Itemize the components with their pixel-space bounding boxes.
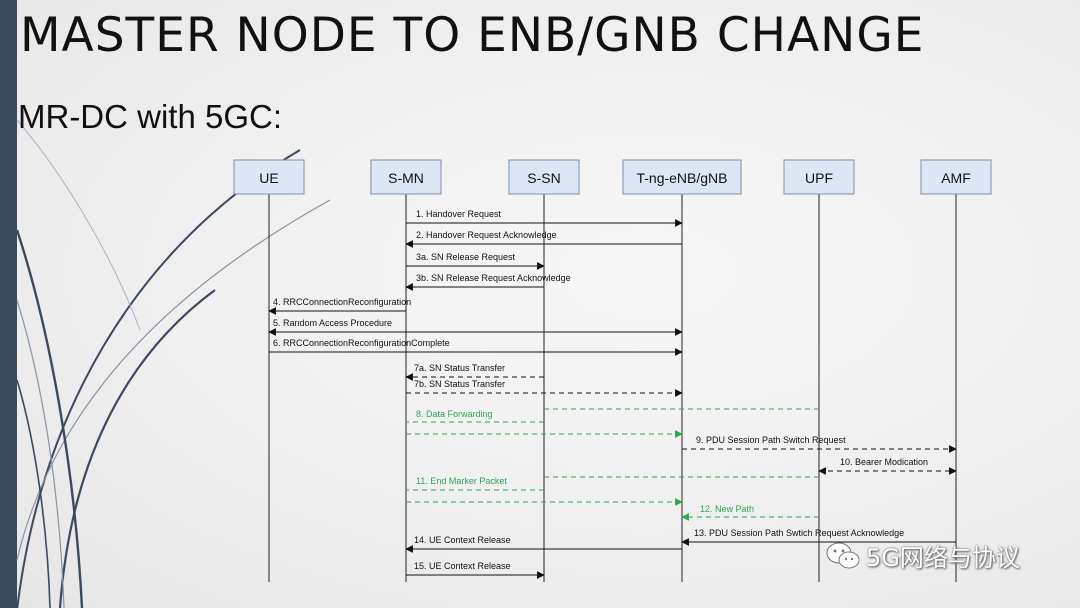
message-label-14: 12. New Path bbox=[700, 504, 754, 514]
node-box-s-mn bbox=[370, 159, 442, 195]
left-accent-bar bbox=[0, 0, 17, 608]
node-label-s-sn: S-SN bbox=[527, 170, 560, 186]
message-label-11: 9. PDU Session Path Switch Request bbox=[696, 435, 846, 445]
message-label-16: 14. UE Context Release bbox=[414, 535, 511, 545]
watermark-text: 5G网络与协议 bbox=[866, 544, 1020, 572]
node-box-upf bbox=[783, 159, 855, 195]
message-label-2: 2. Handover Request Acknowledge bbox=[416, 230, 557, 240]
message-label-7: 6. RRCConnectionReconfigurationComplete bbox=[273, 338, 450, 348]
node-label-amf: AMF bbox=[941, 170, 971, 186]
node-box-t-ng-enb-gnb bbox=[622, 159, 742, 195]
message-label-17: 15. UE Context Release bbox=[414, 561, 511, 571]
message-label-12: 10. Bearer Modication bbox=[840, 457, 928, 467]
node-label-t-ng-enb-gnb: T-ng-eNB/gNB bbox=[636, 170, 727, 186]
message-label-13: 11. End Marker Packet bbox=[416, 476, 507, 486]
message-label-10: 8. Data Forwarding bbox=[416, 409, 493, 419]
message-label-4: 3b. SN Release Request Acknowledge bbox=[416, 273, 571, 283]
slide-subtitle: MR-DC with 5GC: bbox=[18, 98, 283, 135]
wechat-icon bbox=[826, 542, 860, 568]
node-box-s-sn bbox=[508, 159, 580, 195]
node-label-ue: UE bbox=[259, 170, 278, 186]
message-label-1: 1. Handover Request bbox=[416, 209, 502, 219]
message-label-9: 7b. SN Status Transfer bbox=[414, 379, 505, 389]
message-label-5: 4. RRCConnectionReconfiguration bbox=[273, 297, 411, 307]
slide-title: MASTER NODE TO ENB/GNB CHANGE bbox=[20, 8, 925, 63]
node-label-upf: UPF bbox=[805, 170, 833, 186]
watermark: 5G网络与协议 bbox=[826, 538, 1020, 573]
node-label-s-mn: S-MN bbox=[388, 170, 424, 186]
message-label-3: 3a. SN Release Request bbox=[416, 252, 516, 262]
message-label-8: 7a. SN Status Transfer bbox=[414, 363, 505, 373]
message-label-6: 5. Random Access Procedure bbox=[273, 318, 392, 328]
node-box-ue bbox=[233, 159, 305, 195]
node-box-amf bbox=[920, 159, 992, 195]
message-label-15: 13. PDU Session Path Swtich Request Ackn… bbox=[694, 528, 904, 538]
